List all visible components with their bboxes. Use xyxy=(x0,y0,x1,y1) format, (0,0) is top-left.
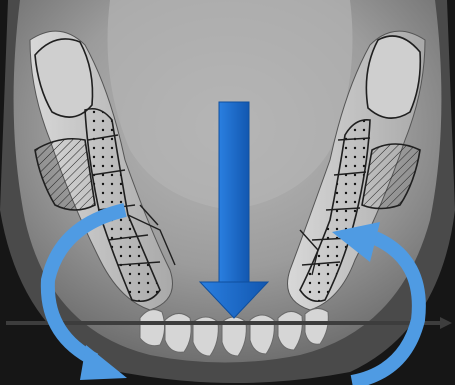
right-posterior-tooth-outline xyxy=(366,36,420,118)
